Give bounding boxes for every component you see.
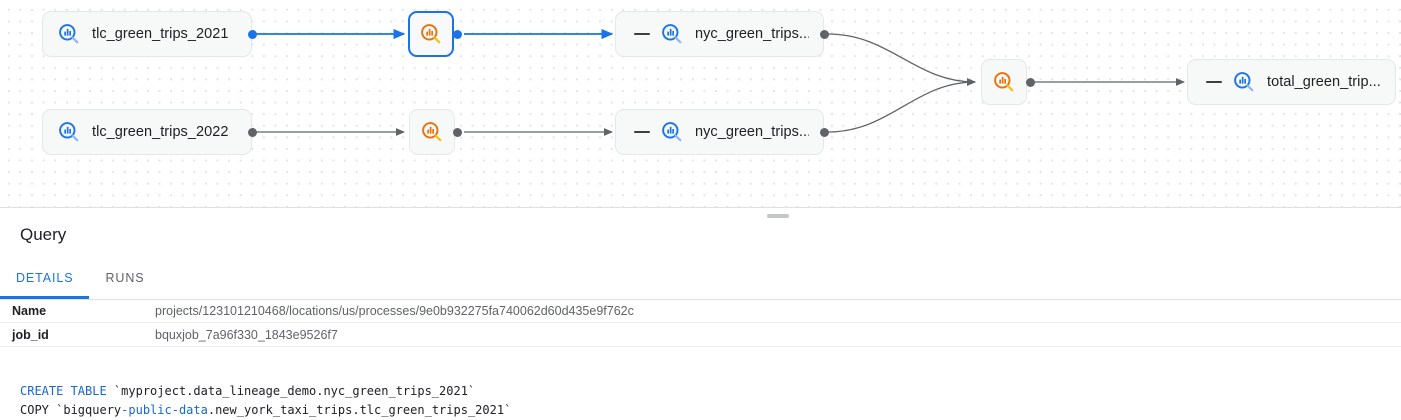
sql-line1-rest: `myproject.data_lineage_demo.nyc_green_t… xyxy=(106,384,476,398)
lineage-canvas[interactable]: tlc_green_trips_2021 tlc_green_trips_202… xyxy=(0,0,1401,207)
node-output-port[interactable] xyxy=(453,29,462,39)
lineage-node-label: tlc_green_trips_2022 xyxy=(92,124,229,140)
details-panel: Query DETAILS RUNS Name projects/1231012… xyxy=(0,207,1401,418)
lineage-node-nyc-green-trips-bottom[interactable]: nyc_green_trips... xyxy=(615,109,824,155)
tab-runs[interactable]: RUNS xyxy=(105,271,145,285)
sql-keyword-public-data: -public-data xyxy=(121,403,208,417)
table-search-icon xyxy=(1232,70,1256,94)
node-output-port[interactable] xyxy=(248,127,257,137)
table-search-icon xyxy=(57,120,81,144)
page-title: Query xyxy=(20,225,67,244)
lineage-node-label: total_green_trip... xyxy=(1267,74,1381,90)
lineage-node-nyc-green-trips-top[interactable]: nyc_green_trips... xyxy=(615,11,824,57)
node-output-port[interactable] xyxy=(453,127,462,137)
process-search-icon xyxy=(992,70,1016,94)
table-row: job_id bquxjob_7a96f330_1843e9526f7 xyxy=(0,323,1401,347)
table-search-icon xyxy=(660,120,684,144)
process-search-icon xyxy=(419,22,443,46)
process-search-icon xyxy=(420,120,444,144)
sql-line2-pre: COPY `bigquery xyxy=(20,403,122,417)
sql-line2-rest: .new_york_taxi_trips.tlc_green_trips_202… xyxy=(207,403,512,417)
collapse-toggle-icon[interactable] xyxy=(634,33,650,35)
lineage-node-label: tlc_green_trips_2021 xyxy=(92,26,229,42)
lineage-node-label: nyc_green_trips... xyxy=(695,124,809,140)
lineage-node-tlc-green-trips-2021[interactable]: tlc_green_trips_2021 xyxy=(42,11,252,57)
lineage-node-process-2[interactable] xyxy=(409,109,455,155)
lineage-node-process-merge[interactable] xyxy=(981,59,1027,105)
tab-details[interactable]: DETAILS xyxy=(0,263,90,299)
sql-keyword-create-table: CREATE TABLE xyxy=(20,384,107,398)
detail-key-job-id: job_id xyxy=(12,327,49,342)
lineage-node-process-selected[interactable] xyxy=(408,11,454,57)
lineage-edges xyxy=(256,28,1186,136)
panel-resize-handle[interactable] xyxy=(767,214,789,218)
detail-key-name: Name xyxy=(12,303,47,318)
table-row: Name projects/123101210468/locations/us/… xyxy=(0,299,1401,323)
panel-tabs: DETAILS RUNS xyxy=(0,263,1401,300)
node-output-port[interactable] xyxy=(820,29,829,39)
lineage-node-total-green-trips[interactable]: total_green_trip... xyxy=(1187,59,1396,105)
lineage-node-tlc-green-trips-2022[interactable]: tlc_green_trips_2022 xyxy=(42,109,252,155)
table-search-icon xyxy=(57,22,81,46)
detail-value-job-id: bquxjob_7a96f330_1843e9526f7 xyxy=(155,327,338,342)
lineage-node-label: nyc_green_trips... xyxy=(695,26,809,42)
details-table: Name projects/123101210468/locations/us/… xyxy=(0,299,1401,347)
collapse-toggle-icon[interactable] xyxy=(1206,81,1222,83)
sql-code-block[interactable]: CREATE TABLE `myproject.data_lineage_dem… xyxy=(0,368,1401,420)
detail-value-name: projects/123101210468/locations/us/proce… xyxy=(155,303,634,318)
collapse-toggle-icon[interactable] xyxy=(634,131,650,133)
node-output-port[interactable] xyxy=(1026,77,1035,87)
node-output-port[interactable] xyxy=(820,127,829,137)
table-search-icon xyxy=(660,22,684,46)
node-output-port[interactable] xyxy=(248,29,257,39)
